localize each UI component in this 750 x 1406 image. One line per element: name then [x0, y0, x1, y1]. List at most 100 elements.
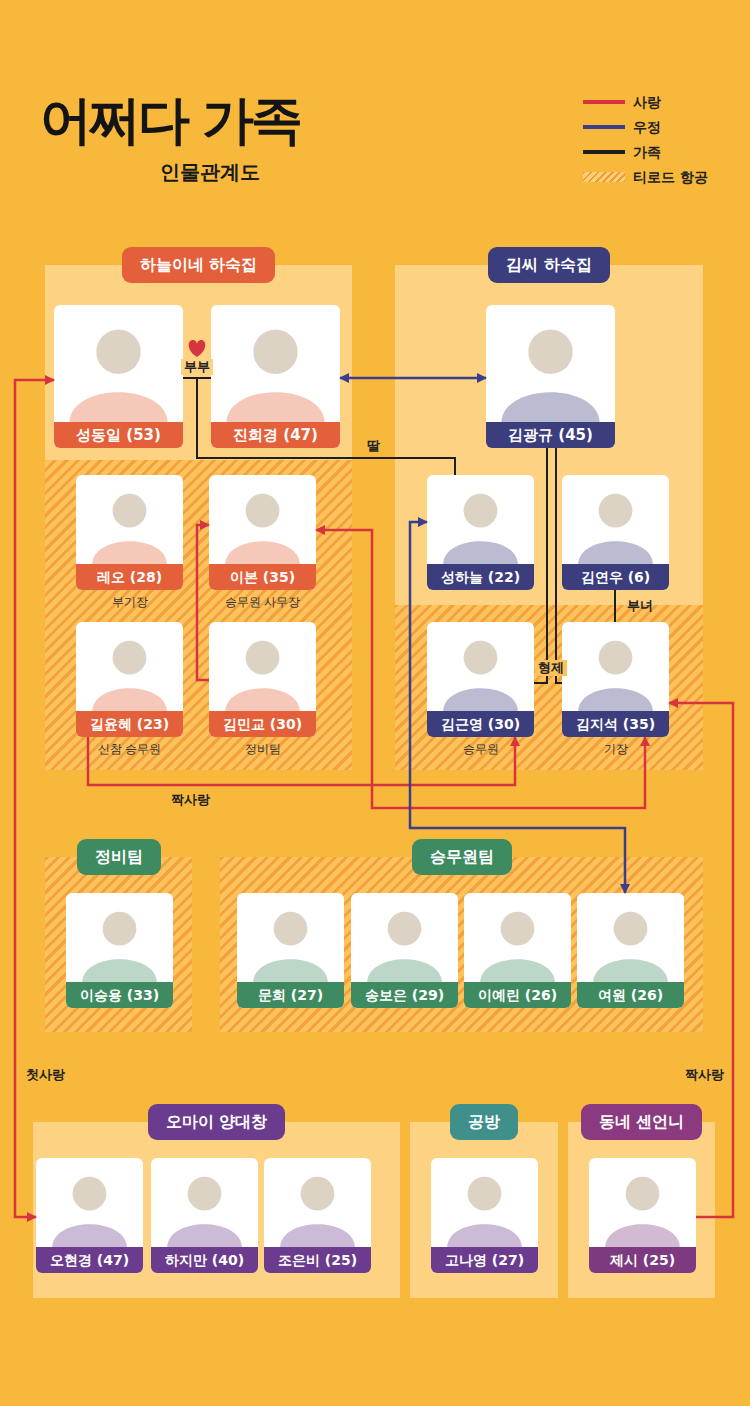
- chart-subtitle: 인물관계도: [160, 160, 260, 184]
- legend-text: 우정: [633, 117, 661, 137]
- role-label: 기장: [516, 742, 716, 757]
- group-heading: 공방: [450, 1104, 518, 1140]
- portrait-placeholder: [562, 475, 669, 564]
- portrait-placeholder: [427, 622, 534, 711]
- relation-label: 딸: [364, 438, 383, 454]
- group-panel: 승무원팀문희 (27)송보은 (29)이예린 (26)여원 (26): [220, 857, 703, 1032]
- character-card: 제시 (25): [589, 1158, 696, 1273]
- character-card: 여원 (26): [577, 893, 684, 1008]
- portrait-placeholder: [237, 893, 344, 982]
- character-name: 김민교 (30): [209, 711, 316, 737]
- group-panel: 하늘이네 하숙집성동일 (53)진희경 (47)레오 (28)부기장이본 (35…: [45, 265, 352, 770]
- portrait-placeholder: [589, 1158, 696, 1247]
- legend-text: 티로드 항공: [633, 167, 708, 187]
- relation-line: [316, 530, 645, 808]
- role-label: 승무원 사무장: [163, 595, 363, 610]
- legend-swatch: [583, 100, 625, 104]
- legend-swatch: [583, 172, 625, 182]
- group-panel: 동네 센언니제시 (25): [568, 1122, 715, 1298]
- character-name: 김광규 (45): [486, 422, 615, 448]
- character-name: 조은비 (25): [264, 1247, 371, 1273]
- legend-text: 사랑: [633, 92, 661, 112]
- relation-line: [15, 380, 54, 1217]
- character-name: 이본 (35): [209, 564, 316, 590]
- group-panel: 김씨 하숙집김광규 (45)성하늘 (22)김연우 (6)김근영 (30)승무원…: [395, 265, 703, 770]
- relation-label: 형제: [535, 660, 567, 676]
- character-name: 여원 (26): [577, 982, 684, 1008]
- portrait-placeholder: [54, 305, 183, 422]
- legend-text: 가족: [633, 142, 661, 162]
- character-name: 이승용 (33): [66, 982, 173, 1008]
- character-card: 이본 (35)승무원 사무장: [209, 475, 316, 590]
- portrait-placeholder: [577, 893, 684, 982]
- group-heading: 김씨 하숙집: [488, 247, 610, 283]
- group-panel: 공방고나영 (27): [410, 1122, 558, 1298]
- portrait-placeholder: [211, 305, 340, 422]
- group-panel: 오마이 양대창오현경 (47)하지만 (40)조은비 (25): [33, 1122, 400, 1298]
- character-name: 김근영 (30): [427, 711, 534, 737]
- character-card: 문희 (27): [237, 893, 344, 1008]
- group-heading: 오마이 양대창: [148, 1104, 286, 1140]
- character-card: 고나영 (27): [431, 1158, 538, 1273]
- relation-line: [340, 377, 486, 380]
- relation-line: [410, 522, 625, 893]
- character-card: 오현경 (47): [36, 1158, 143, 1273]
- character-card: 이승용 (33): [66, 893, 173, 1008]
- character-name: 고나영 (27): [431, 1247, 538, 1273]
- character-card: 김광규 (45): [486, 305, 615, 448]
- character-name: 문희 (27): [237, 982, 344, 1008]
- portrait-placeholder: [66, 893, 173, 982]
- group-heading: 동네 센언니: [581, 1104, 703, 1140]
- character-name: 성하늘 (22): [427, 564, 534, 590]
- relation-line: [614, 590, 616, 622]
- portrait-placeholder: [562, 622, 669, 711]
- role-label: 정비팀: [163, 742, 363, 757]
- portrait-placeholder: [151, 1158, 258, 1247]
- character-card: 성하늘 (22): [427, 475, 534, 590]
- role-label: 승무원: [381, 742, 581, 757]
- group-heading: 승무원팀: [412, 839, 512, 875]
- relation-line: [669, 703, 733, 1217]
- character-card: 김연우 (6): [562, 475, 669, 590]
- relation-line: [556, 448, 562, 683]
- relation-line: [197, 378, 455, 475]
- legend-swatch: [583, 125, 625, 129]
- portrait-placeholder: [486, 305, 615, 422]
- character-card: 성동일 (53): [54, 305, 183, 448]
- character-name: 성동일 (53): [54, 422, 183, 448]
- heart-symbol: [189, 340, 206, 357]
- character-card: 김지석 (35)기장: [562, 622, 669, 737]
- character-name: 김연우 (6): [562, 564, 669, 590]
- relation-label: 첫사랑: [23, 1067, 68, 1083]
- relation-label: 짝사랑: [682, 1067, 727, 1083]
- character-card: 조은비 (25): [264, 1158, 371, 1273]
- character-card: 이예린 (26): [464, 893, 571, 1008]
- relation-label: 짝사랑: [168, 792, 213, 808]
- group-heading: 하늘이네 하숙집: [122, 247, 276, 283]
- portrait-placeholder: [76, 622, 183, 711]
- relation-line: [197, 525, 209, 680]
- character-card: 레오 (28)부기장: [76, 475, 183, 590]
- character-name: 송보은 (29): [351, 982, 458, 1008]
- character-card: 김민교 (30)정비팀: [209, 622, 316, 737]
- character-name: 제시 (25): [589, 1247, 696, 1273]
- role-label: 신참 승무원: [30, 742, 230, 757]
- relation-line: [183, 378, 455, 475]
- chart-title: 어쩌다 가족: [40, 88, 300, 152]
- character-card: 하지만 (40): [151, 1158, 258, 1273]
- portrait-placeholder: [427, 475, 534, 564]
- portrait-placeholder: [36, 1158, 143, 1247]
- legend-swatch: [583, 150, 625, 154]
- relation-line: [534, 448, 547, 683]
- character-card: 길윤혜 (23)신참 승무원: [76, 622, 183, 737]
- portrait-placeholder: [351, 893, 458, 982]
- character-name: 김지석 (35): [562, 711, 669, 737]
- character-name: 하지만 (40): [151, 1247, 258, 1273]
- portrait-placeholder: [431, 1158, 538, 1247]
- character-card: 송보은 (29): [351, 893, 458, 1008]
- group-heading: 정비팀: [77, 839, 161, 875]
- character-card: 김근영 (30)승무원: [427, 622, 534, 737]
- portrait-placeholder: [209, 475, 316, 564]
- group-panel: 정비팀이승용 (33): [45, 857, 192, 1032]
